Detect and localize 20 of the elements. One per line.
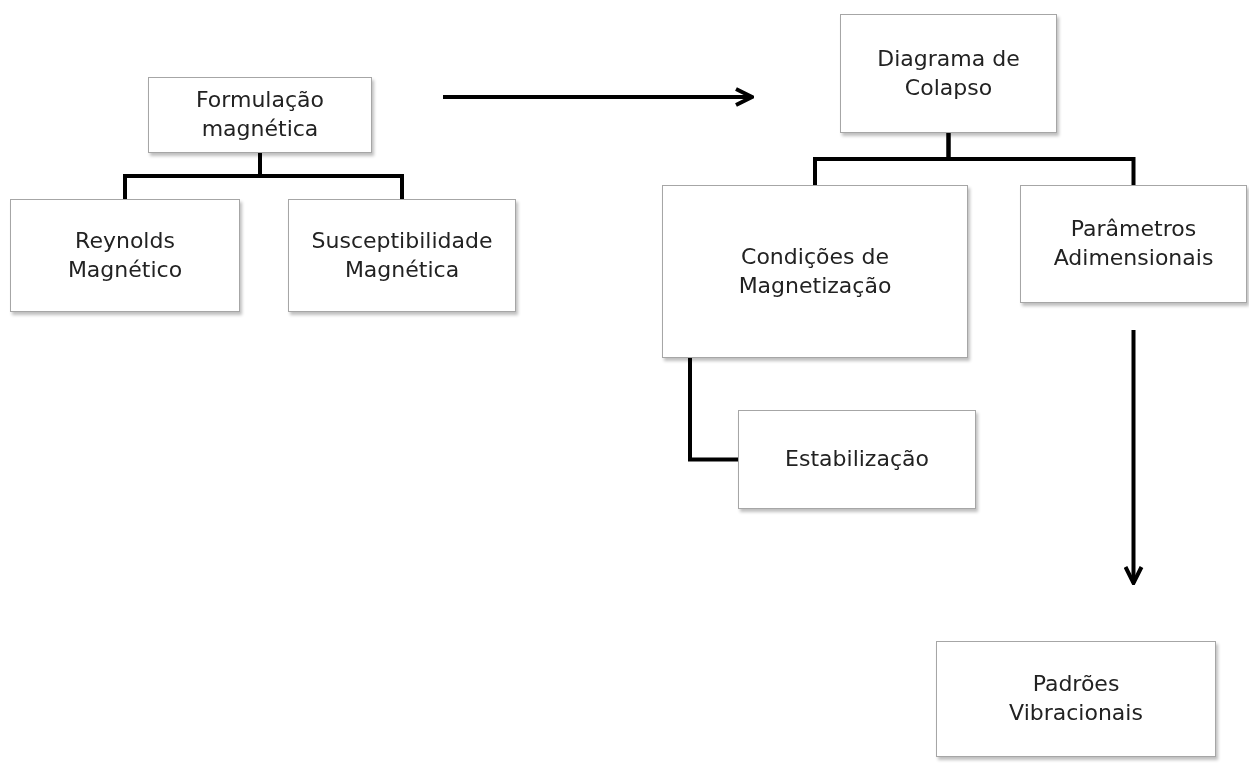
box-label: Reynolds Magnético: [66, 226, 184, 284]
arrow: [1123, 330, 1144, 585]
text-box: [10, 199, 240, 312]
arrow: [443, 87, 754, 107]
box-label: Estabilização: [785, 445, 929, 474]
box-label: Condições de Magnetização: [737, 242, 893, 300]
connector-line: [946, 133, 1136, 185]
box-label: Susceptibilidade Magnética: [311, 226, 493, 284]
text-box: [936, 641, 1216, 757]
text-box: [662, 185, 968, 358]
text-box: [288, 199, 516, 312]
box-label: Formulação magnética: [195, 86, 325, 143]
box-label: Parâmetros Adimensionais: [1052, 215, 1215, 272]
text-box: [1020, 185, 1247, 303]
box-label: Diagrama de Colapso: [876, 44, 1021, 102]
text-box: [738, 410, 976, 509]
text-box: [148, 77, 372, 153]
connector-line: [688, 358, 738, 462]
box-label: Padrões Vibracionais: [1008, 670, 1144, 727]
text-box: [840, 14, 1057, 133]
